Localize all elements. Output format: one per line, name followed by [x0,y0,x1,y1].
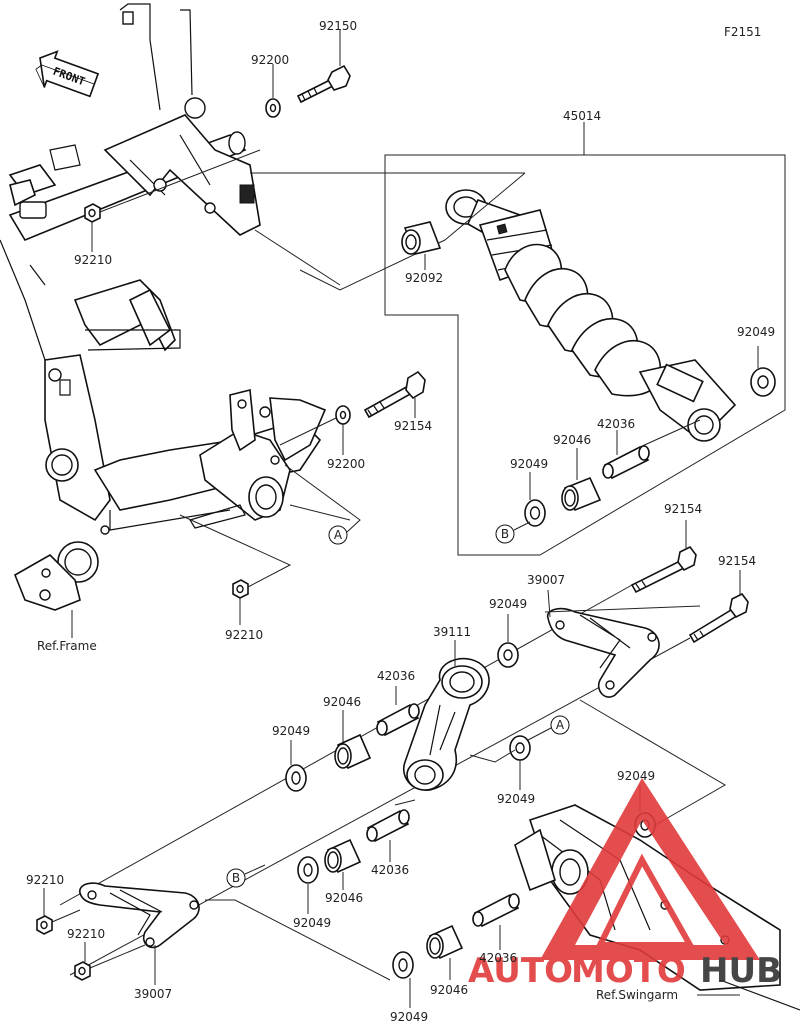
label-92049-a: 92049 [497,792,535,806]
label-92150: 92150 [319,19,357,33]
nut-92210-top[interactable] [84,203,101,223]
label-92210-frame: 92210 [225,628,263,642]
label-45014: 45014 [563,109,601,123]
label-92046-shock: 92046 [553,433,591,447]
label-92046-upper: 92046 [323,695,361,709]
tie-rod-39007-top[interactable] [546,607,660,698]
rocker-arm-39111[interactable] [403,657,490,791]
callout-a-top: A [328,525,348,545]
label-39007-top: 39007 [527,573,565,587]
callout-b-mid: B [226,868,246,888]
bearing-92046-upper[interactable] [334,733,372,770]
label-92049-bottom: 92049 [390,1010,428,1024]
washer-92049-upper[interactable] [497,642,519,668]
figure-code: F2151 [724,25,761,39]
callout-a-mid: A [550,715,570,735]
washer-92049-lower[interactable] [297,856,319,884]
frame-clip [239,184,255,204]
label-42036-bottom: 42036 [479,951,517,965]
bolt-92154-right2[interactable] [688,592,749,644]
frame-assembly [0,3,327,611]
label-92154-right2: 92154 [718,554,756,568]
ref-frame-label: Ref.Frame [37,639,97,653]
label-42036-lower: 42036 [371,863,409,877]
label-92049-upper: 92049 [489,597,527,611]
svg-text:B: B [232,871,240,885]
nut-92210-left1[interactable] [36,915,53,935]
label-92046-lower: 92046 [325,891,363,905]
shock-absorber-45014[interactable] [445,189,737,442]
spacer-42036-shock[interactable] [602,445,650,480]
ref-swingarm-label: Ref.Swingarm [596,988,678,1002]
spacer-42036-upper[interactable] [376,703,420,737]
nut-92210-left2[interactable] [74,961,91,981]
swingarm-section [514,804,800,1011]
washer-92049-a[interactable] [509,735,531,761]
bolt-92154-right1[interactable] [630,545,697,594]
spacer-42036-lower[interactable] [366,809,410,843]
frame-tube-end [228,131,246,155]
label-92154-right1: 92154 [664,502,702,516]
bearing-92046-lower[interactable] [324,838,362,874]
washer-92200-top[interactable] [265,98,281,118]
washer-92049-shock-b[interactable] [524,499,546,527]
label-92210-left1: 92210 [26,873,64,887]
bearing-92046-shock[interactable] [561,476,602,512]
label-92049-shock: 92049 [737,325,775,339]
svg-text:A: A [334,528,343,542]
bolt-92150[interactable] [296,64,351,104]
tie-rod-39007-bottom[interactable] [79,882,200,949]
label-92049-lower: 92049 [293,916,331,930]
label-92092: 92092 [405,271,443,285]
washer-92049-bottom[interactable] [392,951,414,979]
watermark-part3: HUB [700,951,782,991]
label-92210-left2: 92210 [67,927,105,941]
part-labels: 92150 92200 45014 92210 92092 92049 9215… [26,19,775,1024]
label-42036-upper: 42036 [377,669,415,683]
bushing-92092[interactable] [401,221,442,255]
washer-92200-mid[interactable] [335,405,351,425]
label-92200-top: 92200 [251,53,289,67]
bearing-92046-bottom[interactable] [426,924,464,960]
watermark-part2: MOTO [571,951,686,991]
watermark-logo: AUTO MOTO HUB [468,778,782,991]
shock-kit-outline [384,154,786,556]
label-39111: 39111 [433,625,471,639]
front-arrow-icon: FRONT [35,50,100,98]
label-92046-bottom: 92046 [430,983,468,997]
label-42036-shock: 42036 [597,417,635,431]
svg-text:B: B [501,527,509,541]
label-92210-top: 92210 [74,253,112,267]
spacer-42036-bottom[interactable] [472,893,520,928]
callout-b-top: B [495,524,515,544]
label-92049-swing: 92049 [617,769,655,783]
label-39007-bottom: 39007 [134,987,172,1001]
svg-text:A: A [556,718,565,732]
watermark-part1: AUTO [468,951,573,991]
label-92154-top: 92154 [394,419,432,433]
washer-92049-left[interactable] [285,764,307,792]
label-92200-mid: 92200 [327,457,365,471]
nut-92210-frame[interactable] [232,579,249,599]
label-92049-shock-b: 92049 [510,457,548,471]
frame-mount-hole [184,97,206,119]
label-92049-left: 92049 [272,724,310,738]
washer-92049-shock[interactable] [750,367,776,397]
bolt-92154-top[interactable] [363,370,426,419]
frame-tab [122,11,134,25]
